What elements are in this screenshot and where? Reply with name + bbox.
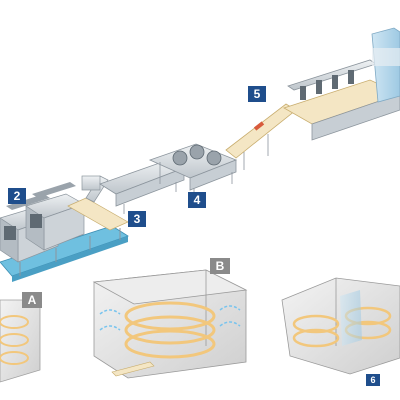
step-4-badge: 4 xyxy=(188,192,206,208)
detail-a-badge: A xyxy=(22,292,42,308)
step-3-badge: 3 xyxy=(128,211,146,227)
forming-station xyxy=(0,182,129,282)
transfer-conveyor xyxy=(67,175,129,231)
cooling-tunnel xyxy=(99,159,185,214)
fan-unit xyxy=(148,143,238,200)
step-2-badge: 2 xyxy=(8,188,26,204)
top-processing-line xyxy=(283,27,400,141)
step-6-badge: 6 xyxy=(366,374,380,386)
detail-6-illustration xyxy=(281,277,400,375)
detail-b-illustration xyxy=(92,269,248,379)
step-5-badge: 5 xyxy=(248,86,266,102)
detail-a-illustration xyxy=(0,299,41,383)
detail-b-badge: B xyxy=(210,258,230,274)
